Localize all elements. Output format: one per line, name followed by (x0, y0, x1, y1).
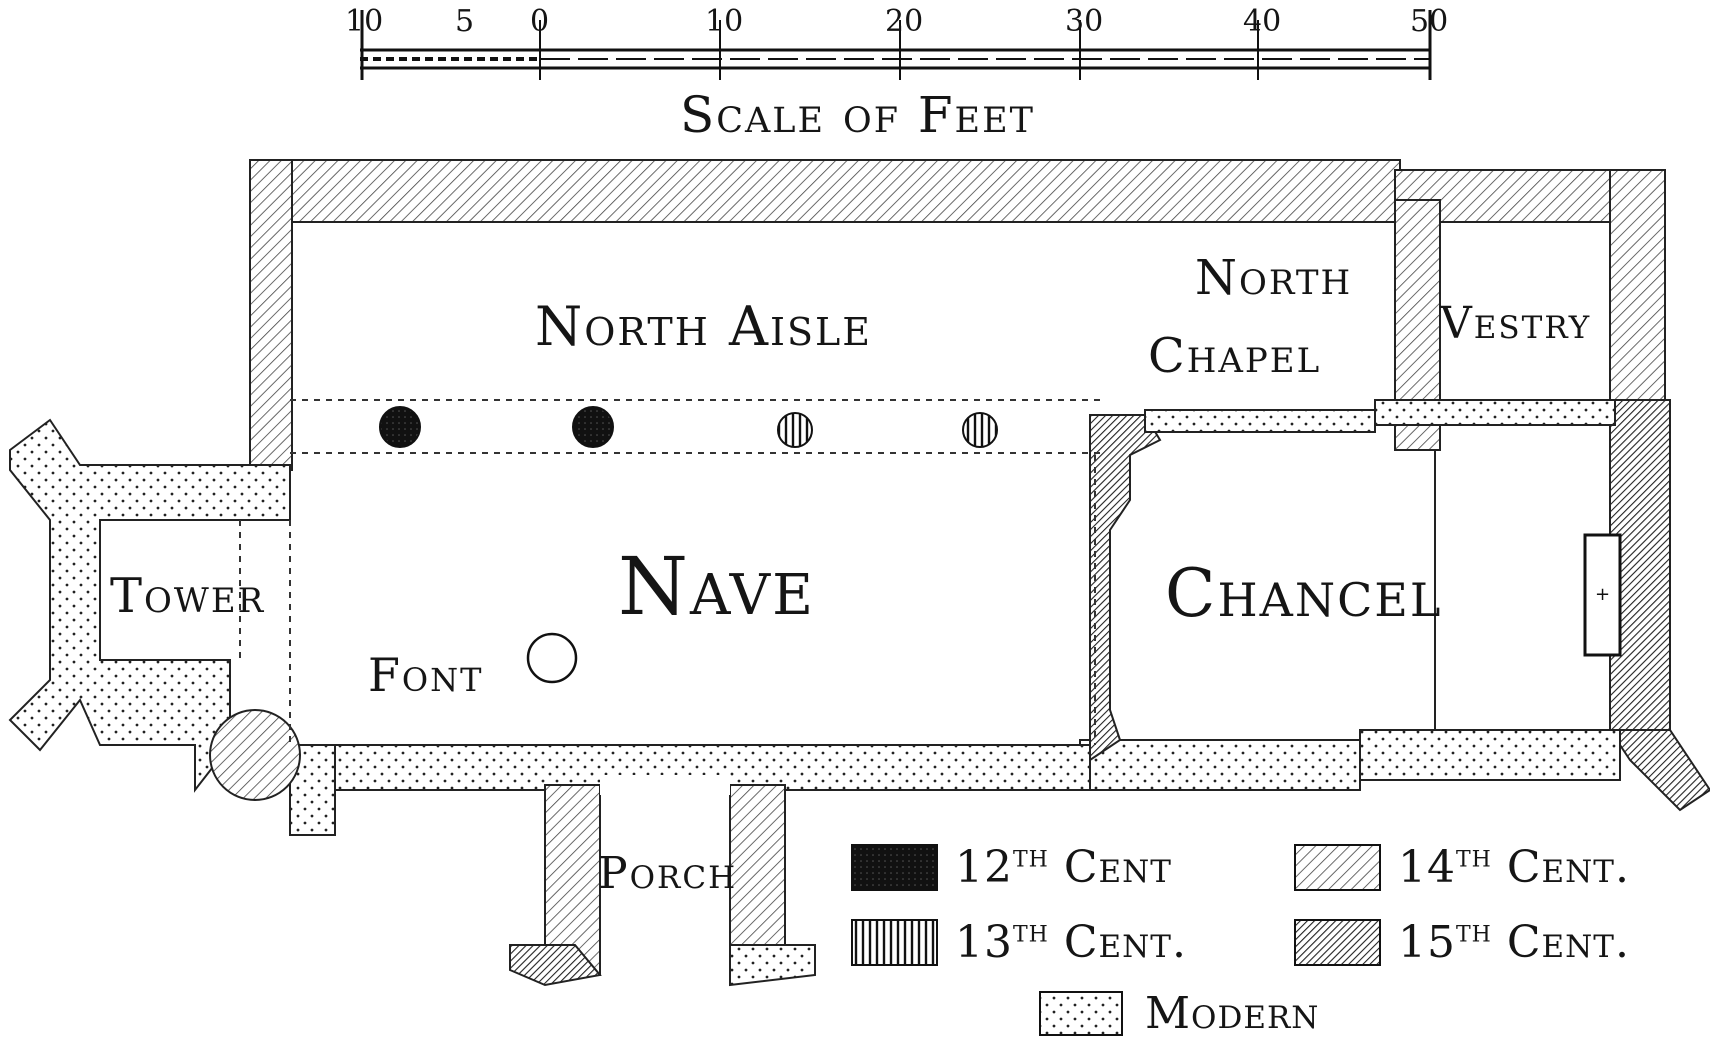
wall-porch (509, 775, 816, 987)
scale-tick-label: 30 (1065, 4, 1104, 39)
key-swatch-13th (851, 919, 938, 966)
room-label-north-chapel: Chapel (1148, 328, 1322, 384)
room-label-porch: Porch (598, 848, 738, 899)
key-swatch-modern (1039, 991, 1123, 1036)
key-swatch-14th (1294, 844, 1381, 891)
scale-tick-label: 5 (455, 4, 475, 39)
font-circle (526, 632, 578, 684)
scale-tick-label: 10 (705, 4, 744, 39)
key-label-15th: 15TH Cent. (1398, 917, 1630, 968)
pier-12th-century-1 (379, 406, 421, 448)
pier-13th-century-2 (962, 412, 998, 448)
key-label-14th: 14TH Cent. (1398, 842, 1630, 893)
scale-tick-label: 50 (1410, 4, 1449, 39)
room-label-tower: Tower (110, 568, 266, 624)
arcade-lines (239, 399, 1100, 745)
scale-tick-label: 0 (530, 4, 550, 39)
room-label-north-aisle: North Aisle (535, 295, 873, 358)
wall-chancel-arch (1089, 409, 1376, 762)
scale-bar (360, 10, 1432, 80)
scale-title: Scale of Feet (680, 86, 1036, 144)
altar-cross: + (1595, 584, 1610, 605)
room-label-nave: Nave (618, 540, 815, 633)
key-label-modern: Modern (1145, 988, 1320, 1039)
room-label-vestry: Vestry (1440, 298, 1592, 349)
key-label-13th: 13TH Cent. (955, 917, 1187, 968)
room-label-chancel: Chancel (1165, 555, 1443, 632)
wall-tower (8, 418, 301, 801)
key-label-12th: 12TH Cent (955, 842, 1172, 893)
room-label-font: Font (368, 648, 484, 702)
pier-13th-century-1 (777, 412, 813, 448)
pier-12th-century-2 (572, 406, 614, 448)
key-swatch-12th (851, 844, 938, 891)
room-label-north-chapel: North (1195, 250, 1353, 306)
scale-tick-label: 10 (345, 4, 384, 39)
scale-tick-label: 40 (1243, 4, 1282, 39)
key-swatch-15th (1294, 919, 1381, 966)
altar (1583, 533, 1622, 657)
scale-tick-label: 20 (885, 4, 924, 39)
